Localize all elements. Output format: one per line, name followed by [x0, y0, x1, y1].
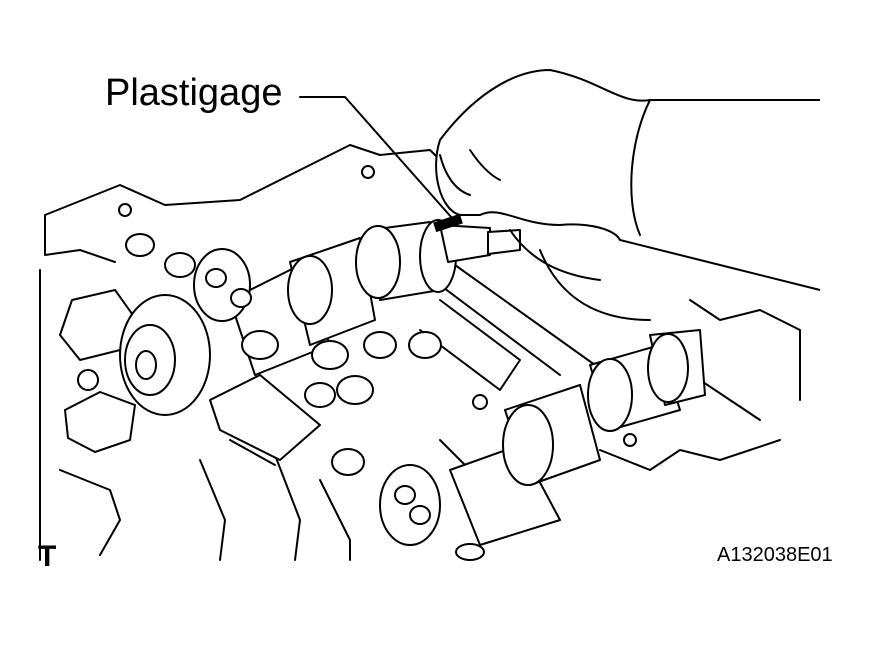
upper-camshaft [119, 219, 521, 416]
cylinder-head-outline [39, 144, 801, 561]
valve-lifters [125, 233, 442, 476]
camshaft-bearing-cap [209, 374, 321, 466]
callout-leader-line [299, 96, 453, 219]
view-code-label: T [38, 540, 57, 573]
lower-camshaft [379, 329, 706, 561]
plastigage-strip [433, 213, 463, 233]
figure-id-label: A132038E01 [717, 544, 833, 566]
plastigage-callout-label: Plastigage [105, 72, 283, 114]
hand-holding-plastigage [435, 69, 821, 321]
